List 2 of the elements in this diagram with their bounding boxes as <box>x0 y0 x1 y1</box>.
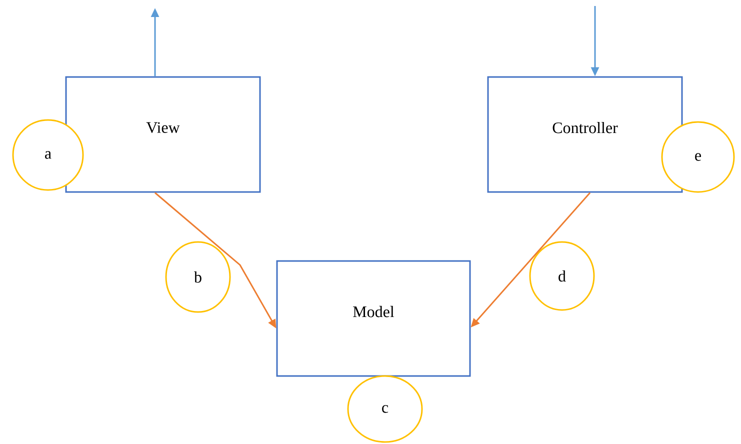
node-label: e <box>695 153 701 161</box>
node-label: c <box>382 405 388 413</box>
